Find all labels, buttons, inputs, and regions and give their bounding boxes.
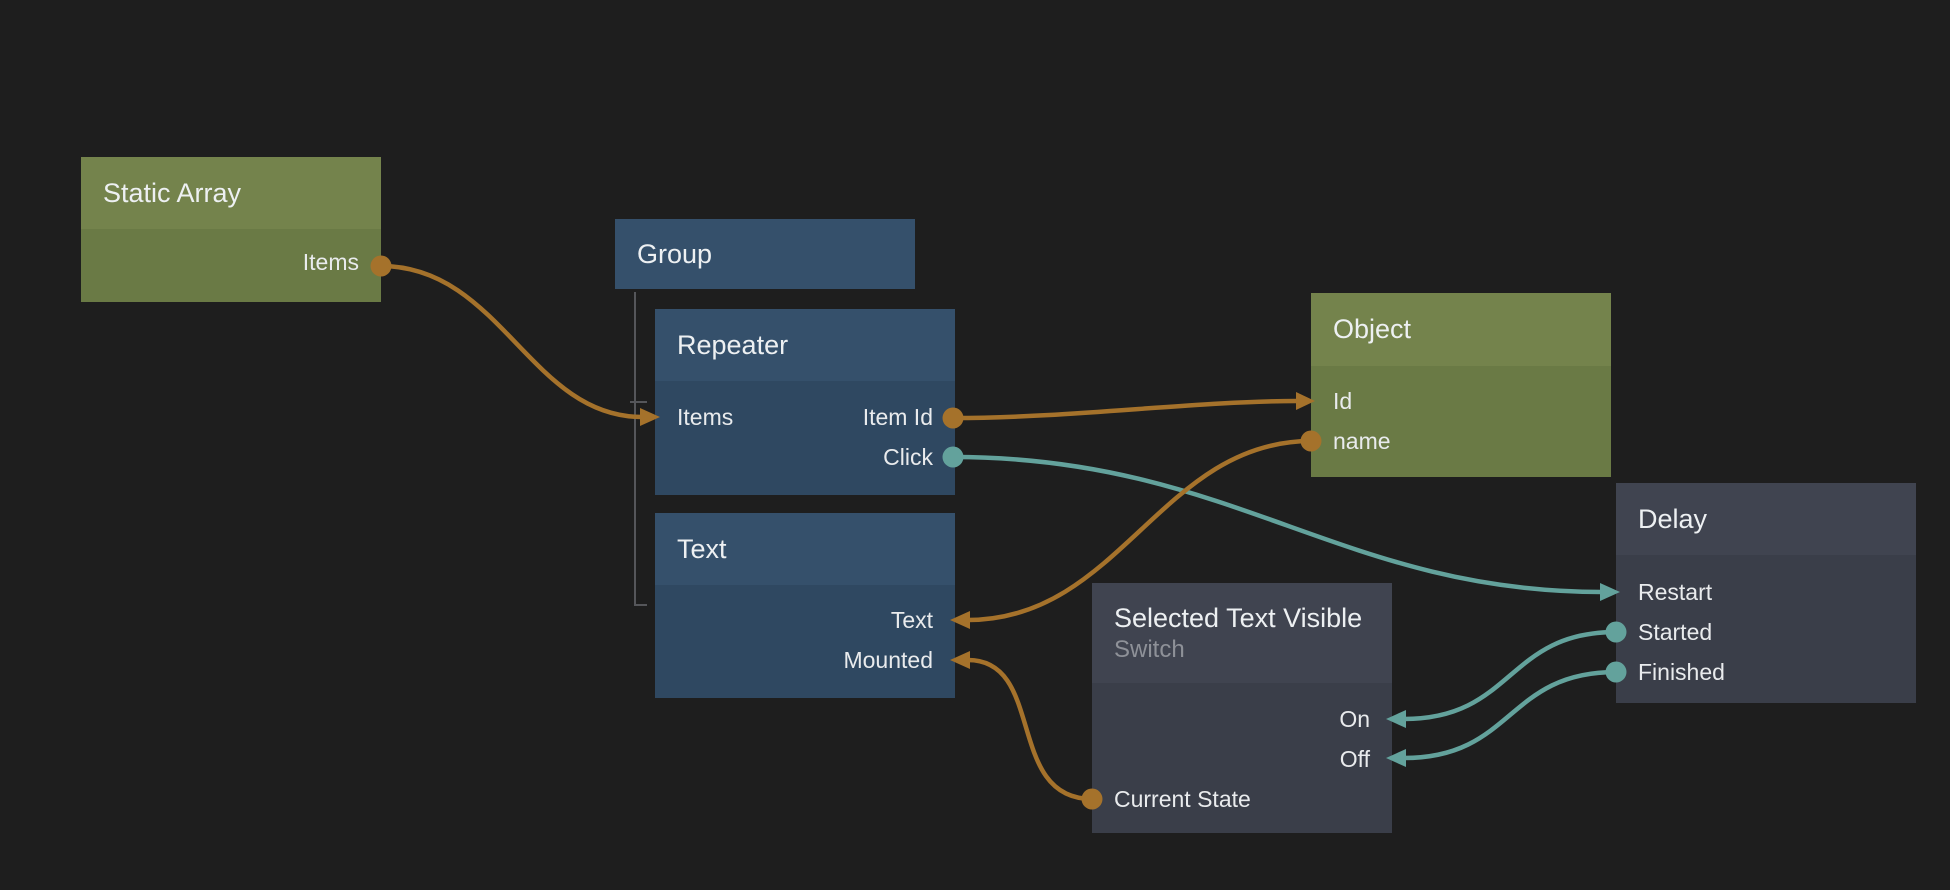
- port-item-id-output[interactable]: Item Id: [862, 403, 933, 430]
- connection-switch-text[interactable]: [965, 657, 1095, 802]
- port-row: Click: [677, 437, 933, 477]
- connection-staticarray-repeater[interactable]: [378, 263, 645, 420]
- node-title: Selected Text Visible: [1114, 602, 1363, 633]
- port-id-input[interactable]: Id: [1333, 387, 1353, 414]
- node-text[interactable]: Text Text Mounted: [655, 513, 955, 698]
- port-row: Started: [1638, 612, 1894, 652]
- port-name-output[interactable]: name: [1333, 427, 1391, 454]
- port-items-input[interactable]: Items: [677, 403, 734, 430]
- port-current-state-output[interactable]: Current State: [1114, 785, 1251, 812]
- node-switch[interactable]: Selected Text Visible Switch On Off Curr…: [1092, 583, 1392, 833]
- node-text-body: Text Mounted: [655, 585, 955, 698]
- node-static-array-body: Items: [81, 229, 381, 302]
- node-title: Repeater: [677, 329, 789, 360]
- port-on-input[interactable]: On: [1339, 705, 1370, 732]
- node-delay-header[interactable]: Delay: [1616, 483, 1916, 555]
- node-title: Static Array: [103, 177, 242, 208]
- node-delay-body: Restart Started Finished: [1616, 555, 1916, 703]
- port-row: Text: [677, 600, 933, 640]
- node-switch-header[interactable]: Selected Text Visible Switch: [1092, 583, 1392, 683]
- port-items-output[interactable]: Items: [302, 248, 359, 275]
- connection-repeater-object[interactable]: [950, 398, 1300, 421]
- port-text-input[interactable]: Text: [890, 606, 933, 633]
- port-finished-output[interactable]: Finished: [1638, 658, 1725, 685]
- port-off-input[interactable]: Off: [1339, 745, 1370, 772]
- port-row: Current State: [1114, 779, 1370, 819]
- node-text-header[interactable]: Text: [655, 513, 955, 585]
- node-group-header[interactable]: Group: [615, 219, 915, 289]
- connection-delay-switch-off[interactable]: [1401, 669, 1619, 761]
- node-repeater[interactable]: Repeater Items Item Id Click: [655, 309, 955, 495]
- port-row: Restart: [1638, 572, 1894, 612]
- port-row: Id: [1333, 381, 1589, 421]
- port-row: name: [1333, 421, 1589, 461]
- node-switch-body: On Off Current State: [1092, 683, 1392, 833]
- port-row: Mounted: [677, 640, 933, 680]
- node-object-body: Id name: [1311, 366, 1611, 477]
- node-repeater-header[interactable]: Repeater: [655, 309, 955, 381]
- port-restart-input[interactable]: Restart: [1638, 578, 1713, 605]
- connection-delay-switch-on[interactable]: [1401, 629, 1619, 722]
- node-type-label: Switch: [1114, 635, 1185, 663]
- connection-repeater-delay[interactable]: [950, 454, 1605, 595]
- port-started-output[interactable]: Started: [1638, 618, 1713, 645]
- port-row: Finished: [1638, 652, 1894, 692]
- node-repeater-body: Items Item Id Click: [655, 381, 955, 495]
- node-delay[interactable]: Delay Restart Started Finished: [1616, 483, 1916, 703]
- group-children-line: [630, 292, 647, 606]
- port-row: Items Item Id: [677, 397, 933, 437]
- node-object-header[interactable]: Object: [1311, 293, 1611, 366]
- node-static-array-header[interactable]: Static Array: [81, 157, 381, 229]
- node-title: Object: [1333, 314, 1412, 344]
- node-static-array[interactable]: Static Array Items: [81, 157, 381, 302]
- node-title: Text: [677, 533, 727, 564]
- port-click-output[interactable]: Click: [883, 443, 933, 470]
- node-group[interactable]: Group: [615, 219, 915, 289]
- node-title: Group: [637, 238, 713, 269]
- node-title: Delay: [1638, 503, 1708, 534]
- node-object[interactable]: Object Id name: [1311, 293, 1611, 477]
- port-row: On: [1114, 699, 1370, 739]
- port-row: Off: [1114, 739, 1370, 779]
- port-row: Items: [103, 242, 359, 282]
- port-mounted-input[interactable]: Mounted: [843, 646, 933, 673]
